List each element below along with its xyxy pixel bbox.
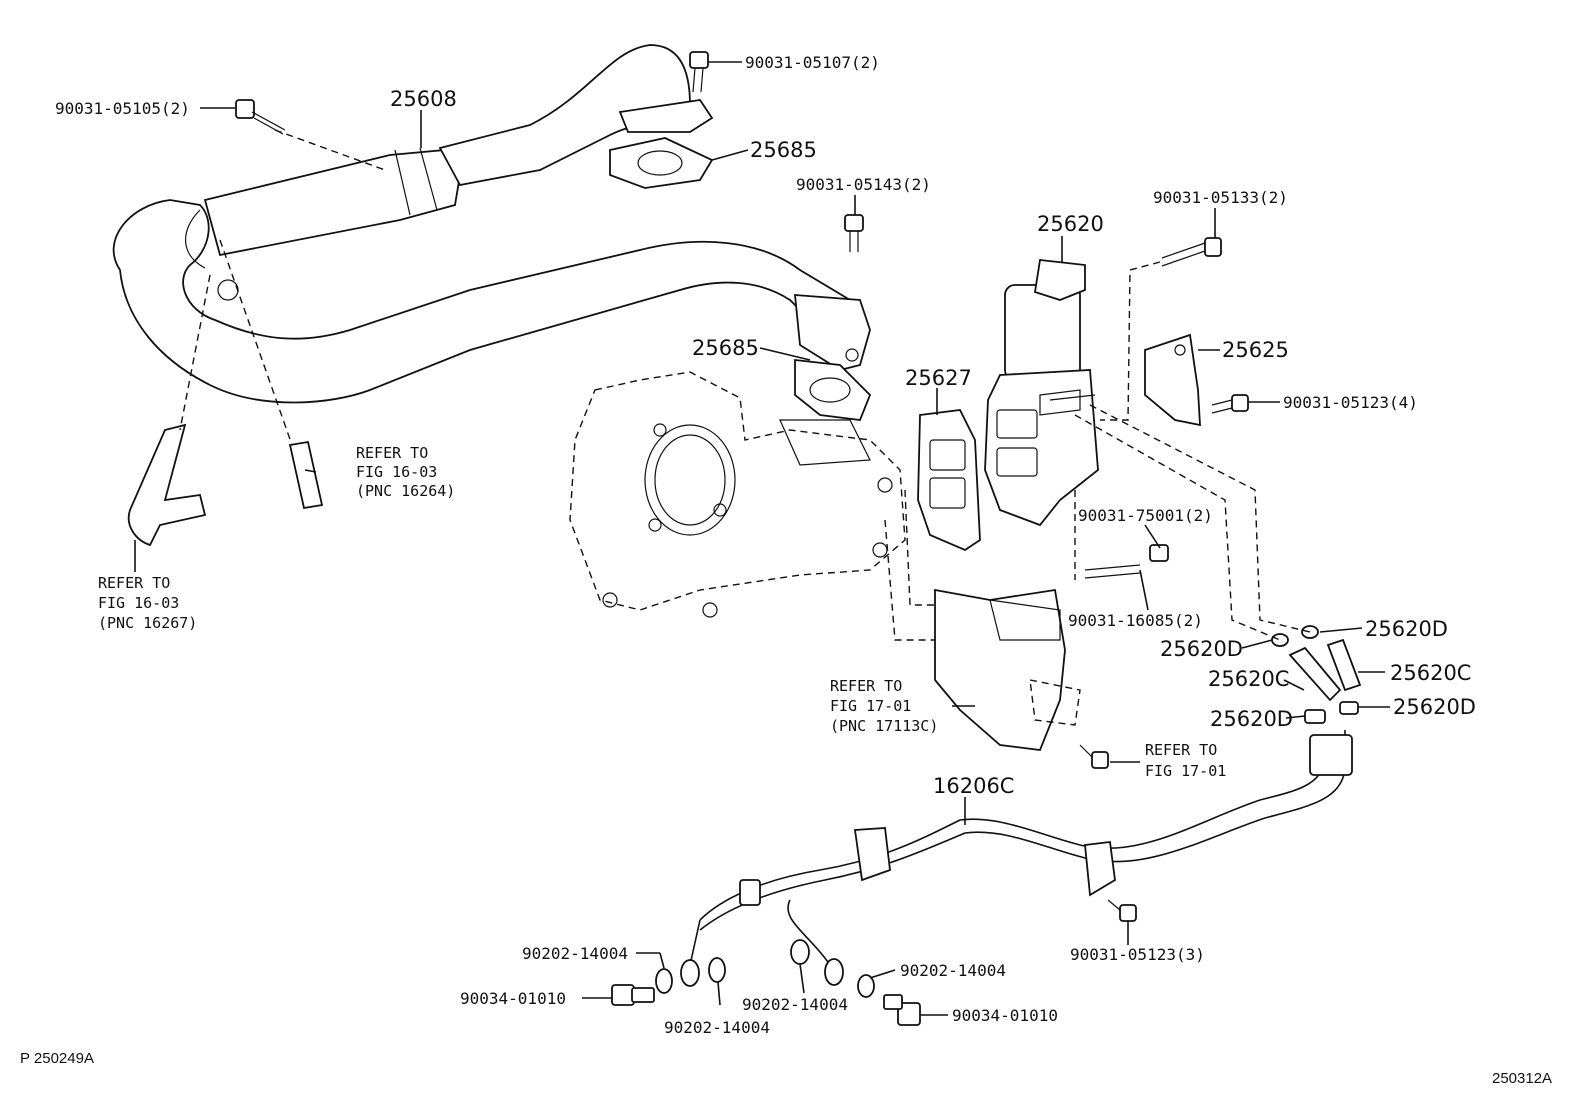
callout-90202-14004-b: 90202-14004 <box>664 1018 770 1037</box>
exhaust-manifold-outline <box>569 371 906 618</box>
callout-25620c-b: 25620C <box>1208 667 1289 691</box>
dashed-guide-lines <box>179 129 1311 641</box>
washer-icon <box>655 968 673 994</box>
insulator-outline <box>934 588 1081 751</box>
refer-note-a-line3: (PNC 16264) <box>356 482 455 500</box>
gasket-25685-drawing <box>609 137 872 421</box>
washer-icon <box>857 974 875 998</box>
refer-note-d-line1: REFER TO <box>1145 741 1217 759</box>
bolt-icon <box>1161 237 1222 267</box>
callout-90031-16085: 90031-16085(2) <box>1068 611 1203 630</box>
hose-drawings <box>127 423 324 547</box>
callout-25620d-c: 25620D <box>1210 707 1293 731</box>
refer-note-c-line1: REFER TO <box>830 677 902 695</box>
callout-90202-14004-c: 90202-14004 <box>742 995 848 1014</box>
callout-90202-14004-a: 90202-14004 <box>522 944 628 963</box>
callout-90034-01010-a: 90034-01010 <box>460 989 566 1008</box>
callout-25685-top: 25685 <box>750 138 817 162</box>
bolt-icon <box>235 99 286 135</box>
callout-90202-14004-d: 90202-14004 <box>900 961 1006 980</box>
stud-icon <box>1084 544 1169 579</box>
washer-icon <box>790 939 810 965</box>
union-bolt-icon <box>611 984 655 1006</box>
callout-16206c: 16206C <box>933 774 1014 798</box>
callout-90031-05105: 90031-05105(2) <box>55 99 190 118</box>
refer-note-b-line2: FIG 16-03 <box>98 594 179 612</box>
bracket-25625-drawing <box>1144 333 1201 427</box>
egr-valve-drawing <box>984 259 1099 527</box>
refer-note-c-line3: (PNC 17113C) <box>830 717 938 735</box>
callout-25685-mid: 25685 <box>692 336 759 360</box>
washer-icon <box>708 957 726 983</box>
callout-25620: 25620 <box>1037 212 1104 236</box>
callout-25620d-d: 25620D <box>1393 695 1476 719</box>
part-callouts: 90031-05105(2) 25608 90031-05107(2) 2568… <box>55 53 1476 1037</box>
callout-90034-01010-b: 90034-01010 <box>952 1006 1058 1025</box>
bolt-drawings <box>235 51 1249 1026</box>
refer-note-c-line2: FIG 17-01 <box>830 697 911 715</box>
callout-90031-05107: 90031-05107(2) <box>745 53 880 72</box>
footer-left-code: P 250249A <box>20 1050 94 1067</box>
callout-25620d-a: 25620D <box>1160 637 1243 661</box>
egr-cooler-pipe-drawing <box>112 44 871 404</box>
bolt-icon <box>844 214 864 252</box>
refer-note-a-line2: FIG 16-03 <box>356 463 437 481</box>
callout-25627: 25627 <box>905 366 972 390</box>
bolt-icon <box>689 51 709 93</box>
callout-90031-05133: 90031-05133(2) <box>1153 188 1288 207</box>
union-bolt-icon <box>883 994 921 1026</box>
callout-90031-05123-4: 90031-05123(4) <box>1283 393 1418 412</box>
vacuum-hoses-drawing <box>1271 625 1362 724</box>
bolt-icon <box>1079 744 1109 769</box>
callout-90031-75001: 90031-75001(2) <box>1078 506 1213 525</box>
refer-note-b-line3: (PNC 16267) <box>98 614 197 632</box>
callout-25620d-b: 25620D <box>1365 617 1448 641</box>
refer-note-a-line1: REFER TO <box>356 444 428 462</box>
reference-notes: REFER TO FIG 16-03 (PNC 16264) REFER TO … <box>98 444 1226 780</box>
banjo-fitting-icon <box>680 959 700 987</box>
tube-16206c-drawing <box>689 730 1353 966</box>
bolt-icon <box>1107 899 1137 922</box>
leader-lines <box>134 61 1390 1016</box>
callout-90031-05143: 90031-05143(2) <box>796 175 931 194</box>
gasket-25627-drawing <box>917 409 981 552</box>
bolt-icon <box>1211 394 1249 414</box>
refer-note-d-line2: FIG 17-01 <box>1145 762 1226 780</box>
callout-25620c-a: 25620C <box>1390 661 1471 685</box>
refer-note-b-line1: REFER TO <box>98 574 170 592</box>
callout-25608: 25608 <box>390 87 457 111</box>
footer-right-code: 250312A <box>1492 1070 1552 1087</box>
banjo-fitting-icon <box>824 958 844 986</box>
callout-25625: 25625 <box>1222 338 1289 362</box>
callout-90031-05123-3: 90031-05123(3) <box>1070 945 1205 964</box>
